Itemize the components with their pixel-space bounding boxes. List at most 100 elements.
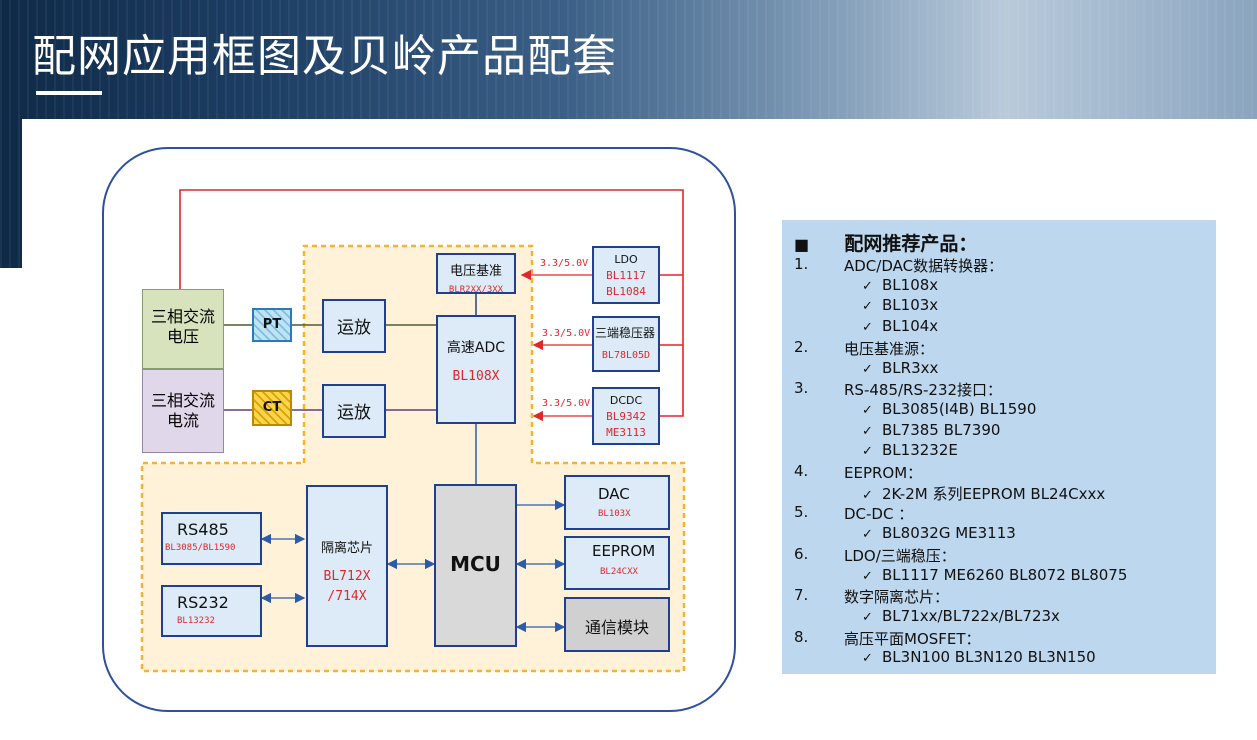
check-icon: ✓ — [862, 278, 873, 294]
recommend-sub-text: BL3085(I4B) BL1590 — [882, 399, 1037, 418]
recommend-item-number: 3. — [794, 379, 809, 398]
recommend-item-label: LDO/三端稳压： — [844, 546, 956, 565]
rs232-title: RS232 — [177, 593, 229, 612]
recommend-item-number: 8. — [794, 627, 809, 646]
supply-voltage-label-1: 3.3/5.0V — [540, 258, 589, 269]
check-icon: ✓ — [862, 609, 873, 625]
recommend-sub-item: ✓ BL8032G ME3113 — [862, 524, 1016, 542]
isolator-title: 隔离芯片 — [320, 541, 373, 556]
recommend-sub-text: BL104x — [882, 317, 939, 336]
recommend-sub-item: ✓ BL104x — [862, 317, 938, 335]
dac-title: DAC — [598, 485, 630, 503]
recommend-sub-text: BL108x — [882, 275, 939, 294]
recommend-heading: ■ 配网推荐产品： — [794, 229, 977, 256]
dcdc-part2: ME3113 — [606, 426, 646, 439]
recommend-item-label: ADC/DAC数据转换器： — [844, 257, 1004, 275]
recommend-sub-item: ✓ BLR3xx — [862, 359, 938, 377]
recommend-item-number: 6. — [794, 544, 809, 563]
comm-module: 通信模块 — [564, 597, 670, 652]
recommend-item-label: 高压平面MOSFET： — [844, 629, 981, 648]
voltage-reference: 电压基准 BLR2XX/3XX — [436, 253, 516, 295]
recommend-sub-text: BL8032G ME3113 — [882, 524, 1016, 543]
supply-voltage-label-2: 3.3/5.0V — [542, 328, 591, 339]
recommend-item-number: 2. — [794, 337, 809, 356]
recommend-sub-item: ✓ BL3085(I4B) BL1590 — [862, 400, 1036, 418]
recommend-item-number: 5. — [794, 503, 809, 522]
recommend-item-number: 4. — [794, 462, 809, 480]
ldo-block: LDO BL1117 BL1084 — [592, 246, 660, 304]
rs232-part: BL13232 — [177, 616, 215, 626]
opamp-current: 运放 — [322, 384, 386, 438]
recommend-item-label: 数字隔离芯片： — [844, 588, 950, 607]
dcdc-block: DCDC BL9342 ME3113 — [592, 387, 660, 445]
recommend-sub-text: BL3N100 BL3N120 BL3N150 — [882, 648, 1096, 667]
dac-block: DAC BL103X — [564, 475, 670, 530]
check-icon: ✓ — [862, 527, 873, 543]
eeprom-title: EEPROM — [592, 542, 656, 560]
recommend-sub-item: ✓BL7385 BL7390 — [862, 421, 1000, 439]
supply-voltage-label-3: 3.3/5.0V — [542, 398, 591, 409]
comm-label: 通信模块 — [584, 618, 649, 637]
check-icon: ✓ — [862, 361, 873, 377]
heading-bullet: ■ — [794, 235, 810, 254]
rs485-part: BL3085/BL1590 — [165, 543, 236, 553]
check-icon: ✓ — [862, 568, 873, 584]
pt-transformer: PT — [252, 308, 292, 342]
mcu-label: MCU — [450, 552, 501, 576]
recommend-sub-text: BL103x — [882, 296, 939, 315]
recommend-sub-text: BL71xx/BL722x/BL723x — [882, 606, 1060, 625]
opamp-voltage-label: 运放 — [337, 318, 371, 338]
dcdc-title: DCDC — [609, 394, 643, 407]
recommend-sub-item: ✓ BL1117 ME6260 BL8072 BL8075 — [862, 566, 1127, 584]
check-icon: ✓ — [862, 402, 873, 418]
recommend-item-label: EEPROM： — [844, 464, 923, 482]
ldo-part1: BL1117 — [606, 269, 646, 282]
recommend-panel — [782, 220, 1216, 674]
recommend-sub-item: ✓ BL71xx/BL722x/BL723x — [862, 607, 1060, 625]
three-term-part: BL78L05D — [601, 350, 651, 361]
recommend-sub-text: 2K-2M 系列EEPROM BL24Cxxx — [882, 484, 1106, 503]
isolator-part1: BL712X — [323, 569, 371, 584]
recommend-item-label: RS-485/RS-232接口： — [844, 381, 1003, 400]
check-icon: ✓ — [862, 487, 873, 503]
three-term-title: 三端稳压器 — [594, 326, 655, 340]
check-icon: ✓ — [862, 651, 873, 667]
three-phase-voltage-source: 三相交流 电压 — [142, 289, 224, 369]
three-terminal-regulator: 三端稳压器 BL78L05D — [592, 316, 660, 372]
three-phase-current-source: 三相交流 电流 — [142, 369, 224, 453]
mcu-block: MCU — [434, 484, 517, 647]
recommend-sub-text: BL7385 BL7390 — [882, 420, 1001, 439]
recommend-sub-item: ✓ BL13232E — [862, 441, 958, 459]
recommend-item-number: 7. — [794, 586, 809, 605]
recommend-sub-text: BLR3xx — [882, 358, 939, 377]
opamp-voltage: 运放 — [322, 299, 386, 353]
recommend-sub-item: ✓ BL103x — [862, 296, 938, 314]
adc-part: BL108X — [452, 369, 500, 384]
check-icon: ✓ — [862, 299, 873, 315]
ldo-title: LDO — [614, 253, 638, 266]
recommend-sub-item: ✓ 2K-2M 系列EEPROM BL24Cxxx — [862, 483, 1105, 504]
recommend-sub-text: BL1117 ME6260 BL8072 BL8075 — [882, 565, 1128, 584]
rs232-block: RS232 BL13232 — [161, 585, 262, 637]
rs485-block: RS485 BL3085/BL1590 — [161, 512, 262, 565]
eeprom-part: BL24CXX — [600, 567, 638, 577]
recommend-sub-text: BL13232E — [882, 441, 958, 460]
isolator-part2: /714X — [327, 589, 367, 604]
recommend-item-number: 1. — [794, 255, 809, 273]
title-underline — [36, 91, 102, 95]
dcdc-part1: BL9342 — [606, 410, 646, 423]
slide-title: 配网应用框图及贝岭产品配套 — [32, 31, 617, 82]
ct-transformer: CT — [252, 390, 292, 426]
recommend-sub-item: ✓ BL3N100 BL3N120 BL3N150 — [862, 648, 1096, 666]
eeprom-block: EEPROM BL24CXX — [564, 536, 670, 590]
check-icon: ✓ — [862, 444, 873, 460]
recommend-item-label: DC-DC ： — [844, 505, 914, 524]
recommend-sub-item: ✓ BL108x — [862, 276, 938, 294]
vref-title: 电压基准 — [449, 264, 502, 279]
high-speed-adc: 高速ADC BL108X — [436, 315, 516, 424]
adc-title: 高速ADC — [446, 340, 506, 356]
isolator-chip: 隔离芯片 BL712X /714X — [306, 485, 388, 647]
check-icon: ✓ — [862, 320, 873, 336]
rs485-title: RS485 — [177, 520, 229, 539]
